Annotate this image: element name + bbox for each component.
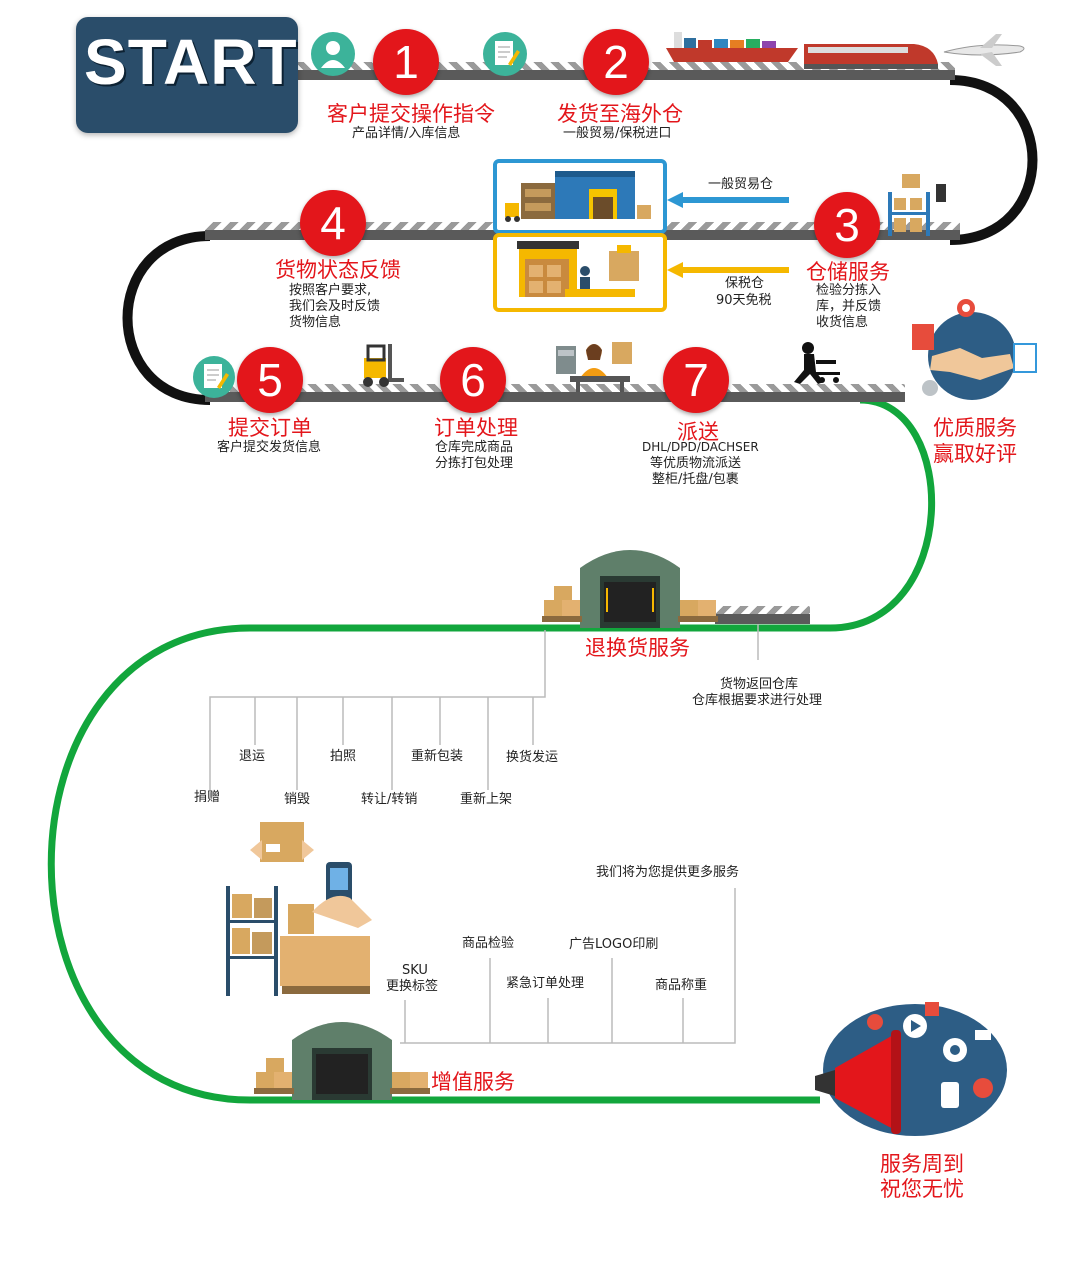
train-icon (804, 44, 938, 69)
step-4-title: 货物状态反馈 (275, 258, 401, 282)
quality-line-1: 优质服务 (933, 416, 1017, 440)
value-option-sku-2: 更换标签 (386, 979, 439, 994)
conveyor-belt-bottom (205, 384, 905, 402)
step-5-desc: 客户提交发货信息 (217, 440, 322, 455)
warehouse-icon (542, 550, 718, 628)
conveyor-belt-return (715, 606, 810, 624)
step-7-title: 派送 (677, 420, 719, 444)
handshake-icon (912, 299, 1037, 400)
value-option-weighing: 商品称重 (655, 978, 708, 993)
step-6-desc-1: 仓库完成商品 (435, 440, 514, 455)
start-logo-text: START (84, 26, 298, 98)
megaphone-icon (815, 1002, 1007, 1136)
step-6-title: 订单处理 (434, 416, 518, 440)
step-2-title: 发货至海外仓 (557, 102, 683, 126)
return-option-photo: 拍照 (330, 749, 357, 764)
step-3-badge: 3 (814, 192, 880, 258)
general-trade-warehouse (493, 159, 667, 234)
step-7-desc-1: DHL/DPD/DACHSER (642, 440, 759, 454)
value-option-sku-1: SKU (402, 963, 428, 978)
quality-line-2: 赢取好评 (933, 442, 1017, 466)
document-icon (483, 32, 527, 76)
returns-note-2: 仓库根据要求进行处理 (692, 693, 823, 708)
return-option-destroy: 销毁 (284, 792, 311, 807)
step-5-badge: 5 (237, 347, 303, 413)
return-option-reshelve: 重新上架 (460, 792, 513, 807)
shelves-scanner-icon (226, 822, 372, 996)
general-warehouse-label: 一般贸易仓 (708, 177, 774, 192)
bonded-warehouse (493, 233, 667, 312)
start-logo: START (76, 17, 298, 133)
black-track-right (949, 75, 1038, 245)
delivery-cart-icon (794, 342, 840, 384)
step-6-desc-2: 分拣打包处理 (435, 456, 514, 471)
return-option-exchange: 换货发运 (506, 750, 559, 765)
return-option-return-ship: 退运 (239, 749, 266, 764)
document-icon (193, 356, 235, 398)
closing-line-1: 服务周到 (880, 1152, 964, 1176)
shelves-icon (888, 174, 946, 236)
green-track-2 (47, 624, 820, 1104)
return-option-donate: 捐赠 (194, 790, 221, 805)
value-added-more: 我们将为您提供更多服务 (596, 865, 740, 880)
step-7-badge: 7 (663, 347, 729, 413)
step-4-desc-2: 我们会及时反馈 (289, 299, 381, 314)
step-7-desc-2: 等优质物流派送 (650, 456, 742, 471)
step-2-badge: 2 (583, 29, 649, 95)
value-option-inspection: 商品检验 (462, 936, 515, 951)
worker-desk-icon (556, 342, 632, 392)
step-3-desc-3: 收货信息 (816, 315, 869, 330)
step-4-desc-1: 按照客户要求, (289, 283, 372, 298)
forklift-icon (363, 344, 404, 387)
step-3-desc-2: 库，并反馈 (816, 299, 882, 314)
step-3-title: 仓储服务 (806, 260, 890, 284)
warehouse-icon (254, 1022, 430, 1100)
step-5-title: 提交订单 (228, 416, 312, 440)
value-added-title: 增值服务 (431, 1070, 515, 1094)
step-6-badge: 6 (440, 347, 506, 413)
warehouse-icon (517, 241, 639, 297)
value-option-urgent: 紧急订单处理 (506, 976, 585, 991)
closing-line-2: 祝您无忧 (880, 1177, 964, 1201)
return-option-transfer: 转让/转销 (361, 792, 418, 807)
step-4-badge: 4 (300, 190, 366, 256)
bonded-warehouse-label-2: 90天免税 (716, 293, 772, 308)
black-track-left (122, 231, 211, 405)
step-7-desc-3: 整柜/托盘/包裹 (652, 472, 739, 487)
step-1-badge: 1 (373, 29, 439, 95)
warehouse-icon (505, 171, 651, 222)
arrow-bonded (667, 262, 789, 278)
green-track-1 (530, 396, 936, 632)
step-1-title: 客户提交操作指令 (327, 102, 495, 126)
value-option-logo-print: 广告LOGO印刷 (569, 937, 659, 952)
airplane-icon (943, 34, 1025, 66)
bonded-warehouse-label-1: 保税仓 (725, 276, 765, 291)
returns-note-1: 货物返回仓库 (720, 677, 799, 692)
returns-title: 退换货服务 (585, 636, 690, 660)
return-option-repack: 重新包装 (411, 749, 464, 764)
user-icon (311, 32, 355, 76)
step-3-desc-1: 检验分拣入 (816, 283, 882, 298)
step-4-desc-3: 货物信息 (289, 315, 342, 330)
ship-icon (666, 32, 798, 62)
arrow-general (667, 192, 789, 208)
step-1-desc: 产品详情/入库信息 (352, 126, 461, 141)
step-2-desc: 一般贸易/保税进口 (563, 126, 672, 141)
